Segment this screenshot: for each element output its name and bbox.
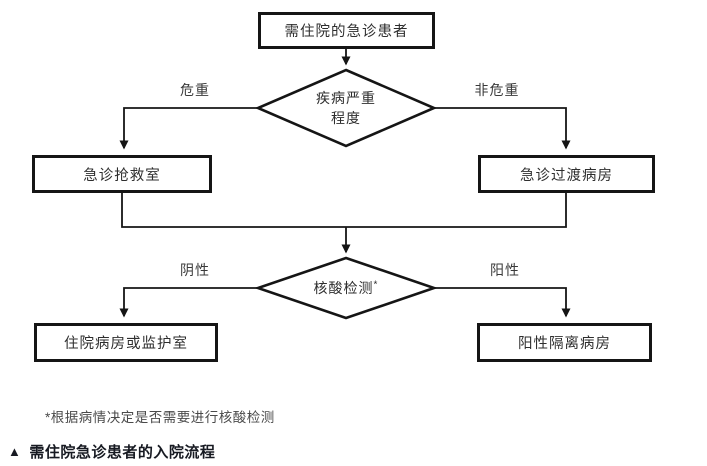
label-negative: 阴性 [180,262,210,278]
figure-caption: ▲ 需住院急诊患者的入院流程 [8,441,215,462]
edge-negative [119,287,258,318]
decision-test-diamond [253,256,439,320]
caption-triangle-icon: ▲ [8,444,22,459]
label-critical: 危重 [180,82,210,98]
edge-merge-right [346,193,567,228]
node-resuscitation-room: 急诊抢救室 [32,155,212,193]
node-inpatient-ward: 住院病房或监护室 [34,323,218,362]
node-start: 需住院的急诊患者 [258,12,435,49]
edge-positive [434,287,571,318]
decision-severity-diamond [254,68,438,148]
edge-critical [119,107,258,150]
edge-noncritical [434,107,571,150]
node-isolation-ward: 阳性隔离病房 [477,323,652,362]
footnote: *根据病情决定是否需要进行核酸检测 [45,410,275,425]
node-transition-ward: 急诊过渡病房 [478,155,655,193]
edge-merge-left [121,193,346,228]
caption-text: 需住院急诊患者的入院流程 [29,444,216,461]
label-positive: 阳性 [490,262,520,278]
label-noncritical: 非危重 [474,82,520,98]
